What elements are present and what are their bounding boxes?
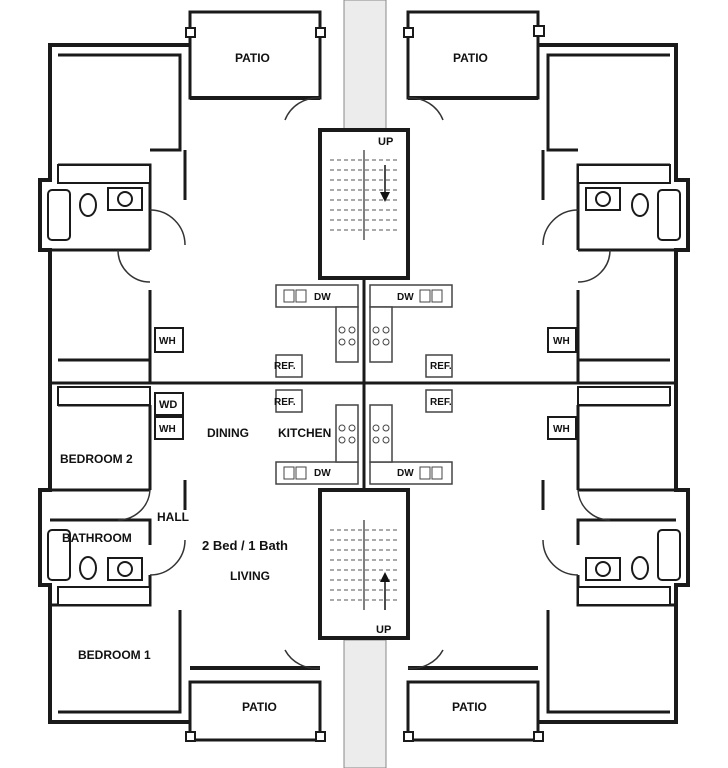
patio-label-top-left: PATIO [235, 51, 270, 65]
dw-label-bottom-right: DW [397, 468, 414, 479]
unit-caption: 2 Bed / 1 Bath [202, 538, 288, 553]
wh-label-right-upper: WH [553, 336, 570, 347]
dw-label-top-right: DW [397, 292, 414, 303]
bedroom-2-label: BEDROOM 2 [60, 452, 133, 466]
ref-label-bottom-left: REF. [274, 397, 296, 408]
stairwells [318, 128, 410, 640]
hall-label: HALL [157, 510, 189, 524]
unit-divider-walls [50, 280, 676, 488]
ref-label-bottom-right: REF. [430, 397, 452, 408]
kitchen-label: KITCHEN [278, 426, 331, 440]
wh-label-right-lower: WH [553, 424, 570, 435]
dining-label: DINING [207, 426, 249, 440]
dw-label-top-left: DW [314, 292, 331, 303]
walkway-bottom [343, 639, 387, 768]
living-label: LIVING [230, 569, 270, 583]
bath-fixtures [47, 187, 681, 581]
patio-label-bottom-left: PATIO [242, 700, 277, 714]
door-swings [117, 97, 611, 670]
wh-label-left-upper: WH [159, 336, 176, 347]
ref-label-top-right: REF. [430, 361, 452, 372]
patio-label-top-right: PATIO [453, 51, 488, 65]
walkway-top [343, 0, 387, 136]
ref-label-top-left: REF. [274, 361, 296, 372]
dw-label-bottom-left: DW [314, 468, 331, 479]
closets [57, 164, 671, 606]
bedroom-1-label: BEDROOM 1 [78, 648, 151, 662]
sinks-and-ranges [283, 289, 443, 480]
utility-closets [154, 327, 577, 440]
patio-posts [185, 25, 545, 742]
bathroom-label: BATHROOM [62, 531, 132, 545]
wh-label-left-lower: WH [159, 424, 176, 435]
stair-up-label-top: UP [378, 136, 393, 148]
stair-up-label-bottom: UP [376, 624, 391, 636]
wd-label-left: WD [159, 399, 177, 411]
patio-label-bottom-right: PATIO [452, 700, 487, 714]
patios [188, 10, 540, 742]
